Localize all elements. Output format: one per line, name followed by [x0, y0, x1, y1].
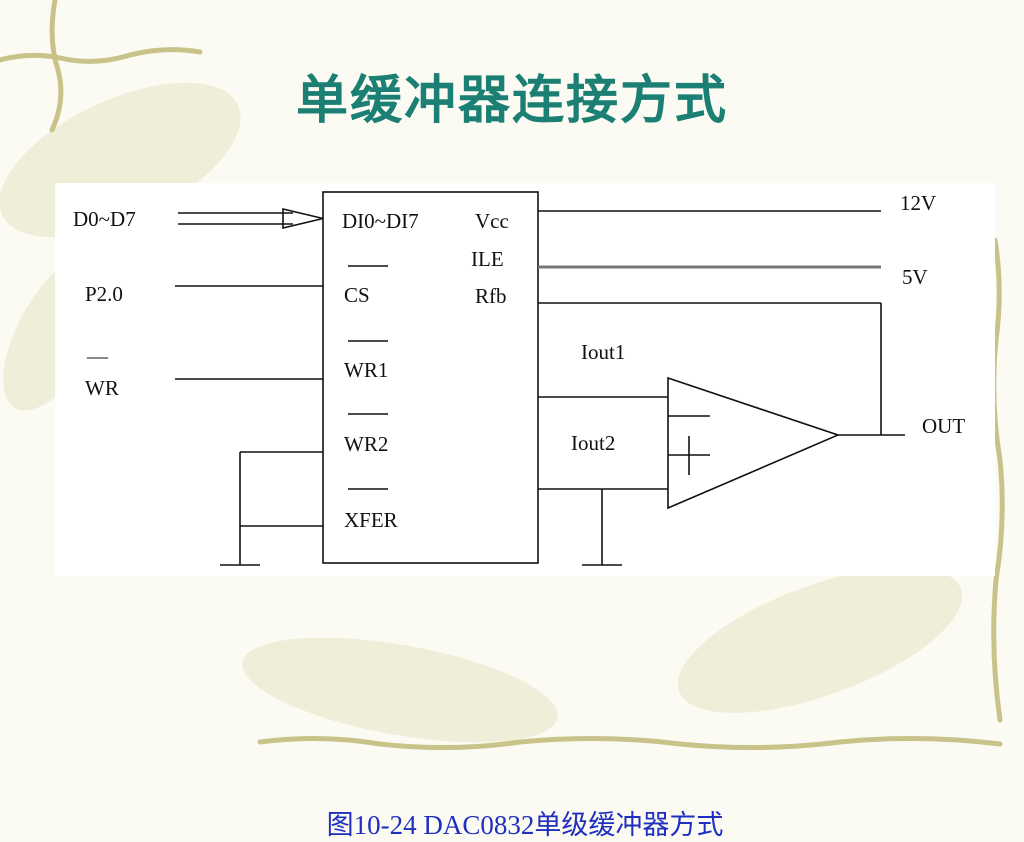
- pin-ile: ILE: [471, 247, 504, 271]
- pin-wr1: WR1: [344, 358, 388, 382]
- opamp-triangle: [667, 376, 841, 510]
- dac0832-circuit-diagram: D0~D7 P2.0 — WR DI0~DI7 CS WR1 WR2 XFER …: [73, 191, 965, 566]
- pin-wr2: WR2: [344, 432, 388, 456]
- circuit-diagram-panel: D0~D7 P2.0 — WR DI0~DI7 CS WR1 WR2 XFER …: [55, 183, 995, 840]
- label-iout2: Iout2: [571, 431, 615, 455]
- pin-rfb: Rfb: [475, 284, 507, 308]
- label-iout1: Iout1: [581, 340, 625, 364]
- label-p20: P2.0: [85, 282, 123, 306]
- label-wr-bar: —: [86, 344, 109, 368]
- figure-caption: 图10-24 DAC0832单级缓冲器方式: [326, 810, 724, 840]
- label-d0-d7: D0~D7: [73, 207, 136, 231]
- pin-xfer: XFER: [344, 508, 398, 532]
- vine-decoration: [49, 0, 64, 133]
- label-5v: 5V: [902, 265, 928, 289]
- pin-di0-di7: DI0~DI7: [342, 209, 419, 233]
- data-bus-arrowhead: [282, 207, 324, 230]
- pin-cs: CS: [344, 283, 370, 307]
- dac-chip-body: [322, 191, 539, 564]
- vine-decoration: [257, 735, 1003, 751]
- label-12v: 12V: [900, 191, 936, 215]
- leaf-decoration: [677, 567, 963, 713]
- leaf-decoration: [242, 637, 558, 743]
- vine-decoration: [991, 237, 1005, 723]
- label-out: OUT: [922, 414, 965, 438]
- vine-decoration: [0, 47, 203, 64]
- pin-vcc: Vcc: [475, 209, 509, 233]
- slide-title: 单缓冲器连接方式: [295, 71, 728, 131]
- label-wr: WR: [85, 376, 119, 400]
